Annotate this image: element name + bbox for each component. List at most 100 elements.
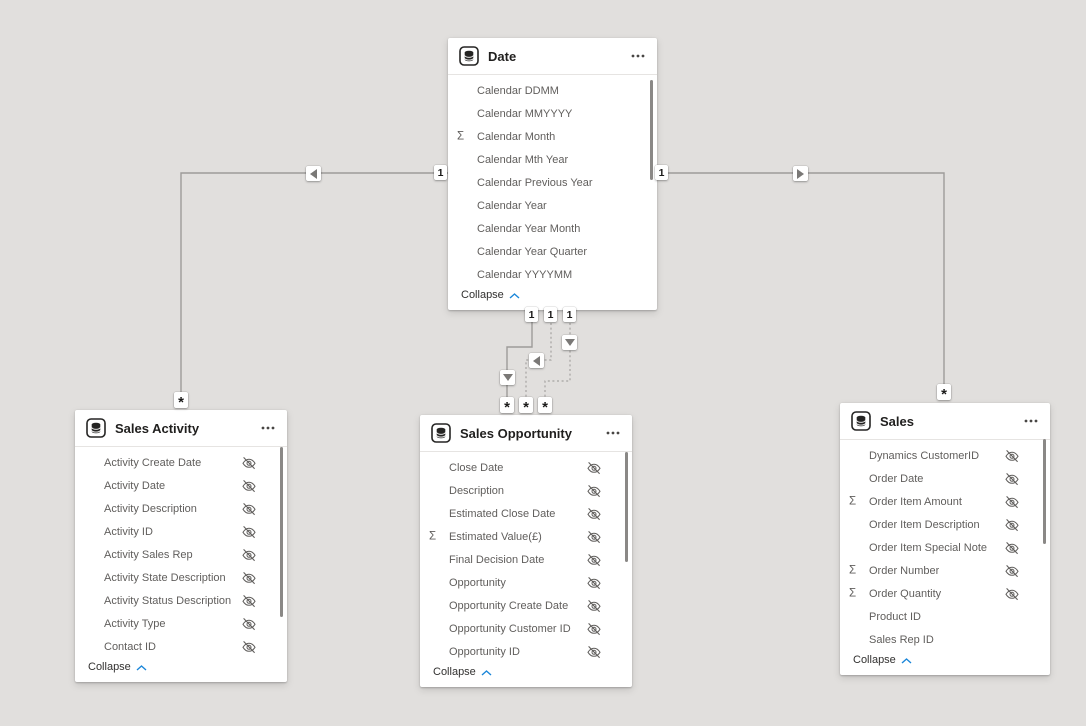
cardinality-one-marker[interactable]: 1 bbox=[563, 307, 576, 322]
field-row[interactable]: Σ Calendar Year bbox=[448, 194, 657, 217]
cardinality-many-marker[interactable]: * bbox=[538, 397, 552, 415]
more-options-button[interactable] bbox=[604, 424, 622, 442]
field-row[interactable]: Σ Order Date bbox=[840, 467, 1050, 490]
hidden-eye-icon[interactable] bbox=[241, 593, 257, 609]
scrollbar-thumb[interactable] bbox=[280, 447, 283, 617]
filter-direction-arrow[interactable] bbox=[306, 166, 321, 181]
field-row[interactable]: Σ Calendar YYYYMM bbox=[448, 263, 657, 286]
hidden-eye-icon[interactable] bbox=[586, 621, 602, 637]
table-header[interactable]: Sales bbox=[840, 403, 1050, 440]
collapse-link[interactable]: Collapse bbox=[448, 286, 532, 310]
more-options-button[interactable] bbox=[1022, 412, 1040, 430]
hidden-eye-icon[interactable] bbox=[241, 478, 257, 494]
hidden-eye-icon[interactable] bbox=[1004, 517, 1020, 533]
relationship-line-date-sales-opportunity-inactive-2[interactable] bbox=[544, 323, 571, 400]
table-card-date[interactable]: Date Σ Calendar DDMM bbox=[448, 38, 657, 310]
filter-direction-arrow[interactable] bbox=[562, 335, 577, 350]
table-card-sales-opportunity[interactable]: Sales Opportunity Σ Close Date bbox=[420, 415, 632, 687]
hidden-eye-icon[interactable] bbox=[586, 460, 602, 476]
hidden-eye-icon[interactable] bbox=[1004, 494, 1020, 510]
field-row[interactable]: Σ Order Item Special Note bbox=[840, 536, 1050, 559]
field-row[interactable]: Σ Activity Description bbox=[75, 497, 287, 520]
field-row[interactable]: Σ Estimated Close Date bbox=[420, 502, 632, 525]
cardinality-many-marker[interactable]: * bbox=[500, 397, 514, 415]
table-header[interactable]: Date bbox=[448, 38, 657, 75]
field-row[interactable]: Σ Calendar DDMM bbox=[448, 79, 657, 102]
cardinality-many-marker[interactable]: * bbox=[519, 397, 533, 415]
cardinality-many-marker[interactable]: * bbox=[174, 392, 188, 410]
hidden-eye-icon[interactable] bbox=[241, 455, 257, 471]
relationship-line-date-sales[interactable] bbox=[657, 172, 945, 392]
field-row[interactable]: Σ Order Item Description bbox=[840, 513, 1050, 536]
filter-direction-arrow[interactable] bbox=[529, 353, 544, 368]
field-row[interactable]: Σ Opportunity ID bbox=[420, 640, 632, 663]
field-row[interactable]: Σ Order Quantity bbox=[840, 582, 1050, 605]
hidden-eye-icon[interactable] bbox=[241, 524, 257, 540]
hidden-eye-icon[interactable] bbox=[586, 506, 602, 522]
field-row[interactable]: Σ Order Item Amount bbox=[840, 490, 1050, 513]
field-row[interactable]: Σ Close Date bbox=[420, 456, 632, 479]
field-row[interactable]: Σ Calendar Year Quarter bbox=[448, 240, 657, 263]
cardinality-one-marker[interactable]: 1 bbox=[544, 307, 557, 322]
field-row[interactable]: Σ Final Decision Date bbox=[420, 548, 632, 571]
relationship-line-date-sales-opportunity-inactive-1[interactable] bbox=[525, 323, 552, 400]
field-row[interactable]: Σ Estimated Value(£) bbox=[420, 525, 632, 548]
more-options-button[interactable] bbox=[259, 419, 277, 437]
hidden-eye-icon[interactable] bbox=[1004, 471, 1020, 487]
hidden-eye-icon[interactable] bbox=[241, 547, 257, 563]
field-row[interactable]: Σ Order Number bbox=[840, 559, 1050, 582]
hidden-eye-icon[interactable] bbox=[586, 529, 602, 545]
hidden-eye-icon[interactable] bbox=[586, 644, 602, 660]
table-card-sales-activity[interactable]: Sales Activity Σ Activity Create Date bbox=[75, 410, 287, 682]
table-header[interactable]: Sales Opportunity bbox=[420, 415, 632, 452]
field-row[interactable]: Σ Activity Create Date bbox=[75, 451, 287, 474]
field-row[interactable]: Σ Contact ID bbox=[75, 635, 287, 658]
field-row[interactable]: Σ Activity ID bbox=[75, 520, 287, 543]
hidden-eye-icon[interactable] bbox=[1004, 586, 1020, 602]
field-row[interactable]: Σ Calendar MMYYYY bbox=[448, 102, 657, 125]
hidden-eye-icon[interactable] bbox=[241, 501, 257, 517]
hidden-eye-icon[interactable] bbox=[1004, 448, 1020, 464]
scrollbar-thumb[interactable] bbox=[625, 452, 628, 562]
cardinality-many-marker[interactable]: * bbox=[937, 384, 951, 402]
hidden-eye-icon[interactable] bbox=[1004, 563, 1020, 579]
collapse-link[interactable]: Collapse bbox=[420, 663, 504, 687]
field-row[interactable]: Σ Opportunity bbox=[420, 571, 632, 594]
field-row[interactable]: Σ Calendar Mth Year bbox=[448, 148, 657, 171]
cardinality-one-marker[interactable]: 1 bbox=[525, 307, 538, 322]
hidden-eye-icon[interactable] bbox=[1004, 540, 1020, 556]
field-row[interactable]: Σ Product ID bbox=[840, 605, 1050, 628]
field-row[interactable]: Σ Activity Sales Rep bbox=[75, 543, 287, 566]
field-row[interactable]: Σ Activity Type bbox=[75, 612, 287, 635]
more-options-button[interactable] bbox=[629, 47, 647, 65]
hidden-eye-icon[interactable] bbox=[586, 552, 602, 568]
table-card-sales[interactable]: Sales Σ Dynamics CustomerID bbox=[840, 403, 1050, 675]
cardinality-one-marker[interactable]: 1 bbox=[434, 165, 447, 180]
hidden-eye-icon[interactable] bbox=[586, 575, 602, 591]
field-row[interactable]: Σ Dynamics CustomerID bbox=[840, 444, 1050, 467]
scrollbar-thumb[interactable] bbox=[650, 80, 653, 180]
cardinality-one-marker[interactable]: 1 bbox=[655, 165, 668, 180]
hidden-eye-icon[interactable] bbox=[241, 616, 257, 632]
field-row[interactable]: Σ Calendar Year Month bbox=[448, 217, 657, 240]
collapse-link[interactable]: Collapse bbox=[75, 658, 159, 682]
hidden-eye-icon[interactable] bbox=[241, 639, 257, 655]
hidden-eye-icon[interactable] bbox=[586, 483, 602, 499]
field-row[interactable]: Σ Sales Rep ID bbox=[840, 628, 1050, 651]
filter-direction-arrow[interactable] bbox=[793, 166, 808, 181]
filter-direction-arrow[interactable] bbox=[500, 370, 515, 385]
field-row[interactable]: Σ Activity Date bbox=[75, 474, 287, 497]
collapse-link[interactable]: Collapse bbox=[840, 651, 924, 675]
table-header[interactable]: Sales Activity bbox=[75, 410, 287, 447]
relationship-line-date-sales-activity[interactable] bbox=[180, 172, 448, 400]
scrollbar-thumb[interactable] bbox=[1043, 439, 1046, 544]
hidden-eye-icon[interactable] bbox=[241, 570, 257, 586]
field-row[interactable]: Σ Opportunity Customer ID bbox=[420, 617, 632, 640]
field-row[interactable]: Σ Calendar Month bbox=[448, 125, 657, 148]
field-row[interactable]: Σ Opportunity Create Date bbox=[420, 594, 632, 617]
field-row[interactable]: Σ Calendar Previous Year bbox=[448, 171, 657, 194]
field-row[interactable]: Σ Activity State Description bbox=[75, 566, 287, 589]
hidden-eye-icon[interactable] bbox=[586, 598, 602, 614]
field-row[interactable]: Σ Description bbox=[420, 479, 632, 502]
